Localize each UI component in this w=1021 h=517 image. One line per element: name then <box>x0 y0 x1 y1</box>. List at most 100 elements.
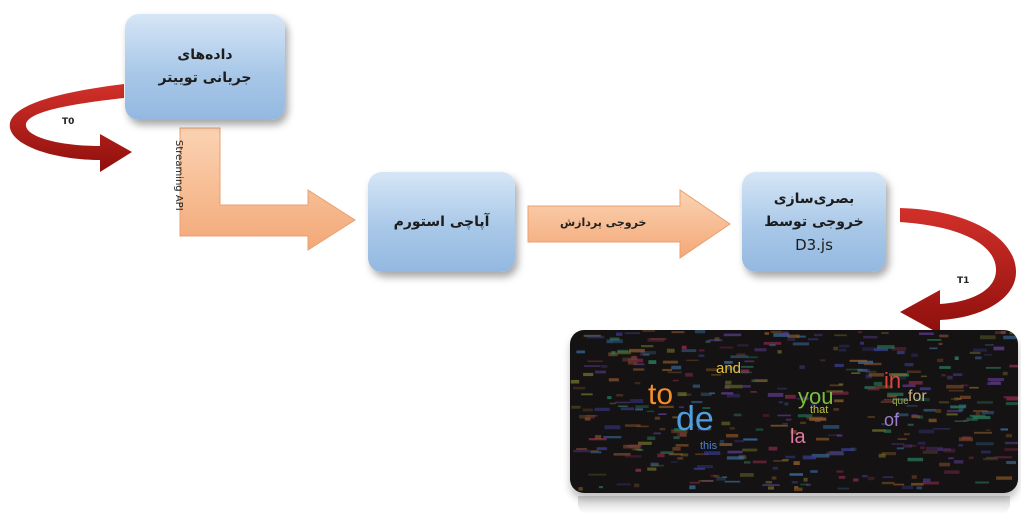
word-cloud-speck <box>698 480 714 482</box>
word-cloud-speck <box>857 368 868 372</box>
word-cloud-speck <box>721 421 731 426</box>
word-cloud-speck <box>765 481 773 484</box>
word-cloud-speck <box>1009 364 1018 368</box>
word-cloud-speck <box>954 356 959 360</box>
word-cloud-speck <box>725 380 732 385</box>
word-cloud-speck <box>785 418 792 421</box>
word-cloud-speck <box>1000 428 1008 431</box>
word-cloud-speck <box>810 403 817 407</box>
word-cloud-speck <box>658 413 667 415</box>
t1-label: T1 <box>957 276 970 286</box>
word-cloud-speck <box>584 417 591 421</box>
word-cloud-speck <box>975 411 980 416</box>
word-cloud-speck <box>726 434 739 438</box>
word-cloud-speck <box>767 486 774 490</box>
word-cloud-speck <box>576 350 585 354</box>
viz-box-line3: D3.js <box>795 235 833 254</box>
word-cloud-speck <box>744 360 755 363</box>
word-cloud-speck <box>937 358 944 363</box>
word-cloud-speck <box>576 448 587 450</box>
word-cloud-speck <box>710 474 718 477</box>
word-cloud-speck <box>807 338 819 341</box>
word-cloud-speck <box>906 405 918 407</box>
word-cloud-speck <box>677 457 684 460</box>
word-cloud-speck <box>947 375 953 380</box>
word-cloud-speck <box>833 346 839 351</box>
word-cloud-speck <box>692 384 700 388</box>
word-cloud-speck <box>956 397 962 400</box>
word-cloud-speck <box>784 402 789 406</box>
word-cloud-speck <box>662 368 673 372</box>
word-cloud-speck <box>666 348 675 353</box>
word-cloud-speck <box>972 348 987 352</box>
word-cloud-speck <box>858 360 874 364</box>
word-cloud-speck <box>966 417 978 421</box>
word-cloud-speck <box>740 473 754 477</box>
word-cloud-speck <box>863 369 871 373</box>
word-cloud-speck <box>833 408 839 411</box>
word-cloud-speck <box>603 436 622 439</box>
word-cloud-speck <box>679 432 687 437</box>
word-cloud-speck <box>985 366 1001 369</box>
word-cloud-word: this <box>700 440 718 452</box>
word-cloud-speck <box>939 334 949 338</box>
word-cloud-speck <box>672 379 679 382</box>
word-cloud-speck <box>604 425 621 430</box>
word-cloud-speck <box>994 331 1005 335</box>
word-cloud-speck <box>682 427 689 430</box>
word-cloud-speck <box>841 448 855 452</box>
word-cloud-word: de <box>676 400 714 438</box>
word-cloud-word: and <box>716 360 742 377</box>
word-cloud-speck <box>882 476 894 479</box>
word-cloud-speck <box>922 450 938 454</box>
word-cloud-speck <box>629 348 645 353</box>
word-cloud-speck <box>943 448 956 453</box>
word-cloud-speck <box>744 461 751 464</box>
word-cloud-speck <box>653 432 661 435</box>
word-cloud-speck <box>838 475 846 479</box>
word-cloud-speck <box>800 421 806 425</box>
word-cloud-speck <box>773 333 790 337</box>
word-cloud-speck <box>985 344 994 346</box>
word-cloud-speck <box>969 414 986 417</box>
word-cloud-speck <box>671 365 682 370</box>
word-cloud-speck <box>883 429 892 433</box>
word-cloud-speck <box>615 401 630 404</box>
word-cloud-speck <box>969 386 979 389</box>
word-cloud-speck <box>958 444 963 447</box>
word-cloud-speck <box>839 344 850 348</box>
word-cloud-speck <box>959 395 971 399</box>
word-cloud-speck <box>676 432 687 437</box>
word-cloud-speck <box>620 407 634 411</box>
word-cloud-speck <box>585 415 598 417</box>
word-cloud-speck <box>950 405 966 409</box>
word-cloud-speck <box>630 399 644 403</box>
word-cloud-speck <box>790 430 797 434</box>
word-cloud-speck <box>719 443 733 446</box>
word-cloud-speck <box>579 414 595 419</box>
word-cloud-speck <box>782 331 789 336</box>
visualization-box: بصری‌سازی خروجی توسط D3.js <box>742 172 886 272</box>
word-cloud-speck <box>721 392 734 395</box>
word-cloud-speck <box>742 385 751 388</box>
word-cloud-speck <box>773 460 789 462</box>
word-cloud-speck <box>984 353 993 356</box>
word-cloud-speck <box>907 423 914 426</box>
word-cloud-speck <box>904 363 914 367</box>
word-cloud-speck <box>590 451 602 454</box>
word-cloud-speck <box>1006 397 1018 401</box>
word-cloud-speck <box>648 360 657 364</box>
word-cloud-speck <box>811 453 830 458</box>
word-cloud-speck <box>708 339 723 342</box>
word-cloud-speck <box>662 360 678 364</box>
word-cloud-speck <box>981 450 991 454</box>
word-cloud-speck <box>881 452 897 456</box>
word-cloud-speck <box>583 365 601 367</box>
word-cloud-speck <box>693 467 706 470</box>
word-cloud-speck <box>889 373 907 376</box>
word-cloud-speck <box>1000 330 1007 334</box>
word-cloud-word: in <box>884 368 902 393</box>
word-cloud-speck <box>946 409 963 413</box>
word-cloud-speck <box>946 413 958 416</box>
word-cloud-word: to <box>648 378 674 411</box>
